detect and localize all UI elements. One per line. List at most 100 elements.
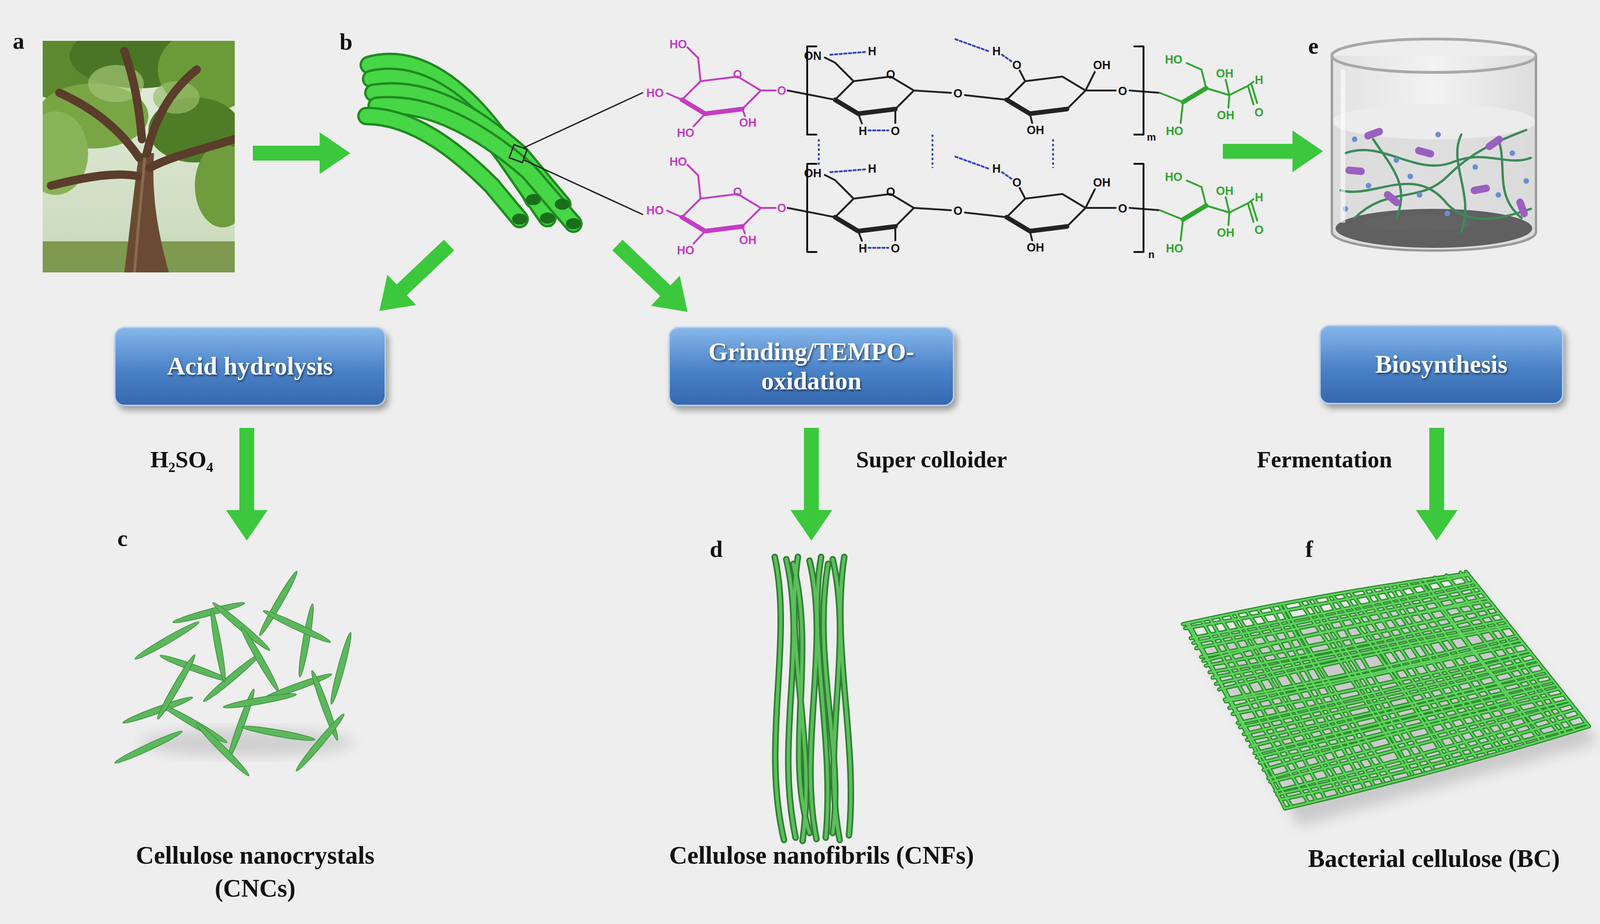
nanocrystal-needles — [193, 720, 251, 778]
hydrogen-bond — [818, 134, 1054, 168]
fermentation-beaker — [1331, 103, 1536, 140]
fermentation-beaker — [1340, 183, 1531, 219]
tree-photo — [42, 40, 235, 273]
process-arrow — [252, 132, 351, 174]
cellulose-chain — [787, 90, 836, 100]
cellulose-fibre — [1460, 572, 1575, 730]
atom-label: O — [732, 68, 742, 81]
box-label: Acid hydrolysis — [167, 351, 334, 381]
atom-label: ON — [803, 50, 822, 62]
product-caption: Cellulose nanocrystals (CNCs) — [92, 838, 418, 906]
cellulose-chain — [1006, 76, 1086, 114]
nanocrystal-needles — [293, 711, 347, 773]
cellulose-fibre — [1277, 715, 1581, 795]
cellulose-chain — [807, 46, 1144, 135]
cellulose-fibre — [1434, 577, 1561, 734]
atom-label: H — [867, 162, 877, 175]
atom-label: H — [858, 242, 868, 255]
tree-photo — [134, 157, 145, 273]
atom-label: HO — [669, 155, 688, 168]
atom-label: O — [890, 125, 900, 137]
atom-label: O — [1254, 106, 1264, 119]
fermentation-beaker — [1407, 173, 1414, 180]
atom-label: OH — [1092, 59, 1111, 71]
atom-label: OH — [1216, 226, 1235, 239]
process-box: Acid hydrolysis — [114, 326, 386, 406]
nanofibril-strands — [840, 556, 851, 836]
atom-label: OH — [1216, 109, 1235, 122]
repeat-subscript: m — [1146, 132, 1157, 143]
fermentation-beaker — [1331, 55, 1536, 251]
tree-photo — [194, 143, 235, 228]
fermentation-beaker — [1484, 134, 1505, 152]
cellulose-fibre — [1446, 575, 1566, 733]
cellulose-chain — [824, 57, 1007, 124]
atom-label: O — [953, 87, 963, 100]
fermentation-beaker — [1335, 208, 1533, 248]
process-arrow — [790, 427, 833, 541]
atom-label: HO — [646, 87, 664, 99]
nanofibril-strands — [774, 556, 851, 841]
fibre-bundle — [512, 213, 527, 225]
bacterial-cellulose-mesh — [1182, 571, 1589, 809]
nanofibril-strands — [774, 556, 784, 840]
nanocrystal-needles — [296, 603, 316, 678]
fibre-bundle — [539, 212, 555, 224]
panel-letter: d — [709, 537, 723, 561]
atom-label: OH — [738, 116, 757, 129]
nanofibril-strands — [840, 556, 851, 836]
atom-label: OH — [1215, 185, 1234, 197]
nanofibril-strands — [774, 556, 851, 841]
atom-label: O — [953, 205, 963, 217]
method-label: Super colloider — [855, 447, 1007, 471]
nanocrystal-needles — [121, 693, 194, 726]
cellulose-chain — [1019, 70, 1160, 123]
nanocrystal-needles — [262, 607, 333, 645]
process-arrow — [225, 427, 268, 541]
bacterial-cellulose-mesh — [1182, 571, 1599, 826]
nanocrystal-needles — [222, 690, 297, 711]
fermentation-beaker — [1365, 182, 1372, 189]
process-arrow — [1222, 130, 1324, 173]
fibre-bundle — [554, 198, 570, 210]
atom-label: H — [992, 45, 1001, 58]
cellulose-chain — [1182, 88, 1207, 103]
cellulose-chain — [681, 76, 761, 114]
cellulose-chain — [1159, 85, 1248, 103]
atom-label: H — [1254, 191, 1264, 204]
fermentation-beaker — [1342, 131, 1530, 217]
cellulose-fibre — [1407, 582, 1526, 744]
process-arrow — [225, 130, 1458, 541]
fermentation-beaker — [1416, 192, 1423, 198]
cellulose-chain — [835, 99, 896, 114]
atom-label: OH — [1215, 67, 1234, 80]
process-box: Grinding/TEMPO- oxidation — [668, 326, 955, 406]
fermentation-beaker — [1373, 139, 1401, 219]
fermentation-beaker — [1363, 214, 1476, 232]
fibre-bundle — [526, 193, 541, 206]
repeat-subscript: n — [1148, 249, 1155, 260]
nanocrystal-needles — [238, 624, 282, 693]
cellulose-chain — [1006, 99, 1067, 114]
cellulose-chain — [667, 38, 1258, 135]
panel-letter: c — [117, 526, 128, 550]
fibre-bundle — [366, 115, 520, 219]
fermentation-beaker — [1382, 189, 1402, 208]
fermentation-beaker — [1363, 126, 1385, 141]
atom-label: OH — [1026, 124, 1045, 136]
atom-label: HO — [1165, 242, 1184, 255]
atom-label: H — [858, 125, 868, 137]
fermentation-beaker — [1331, 38, 1536, 251]
atom-label: O — [1118, 202, 1127, 215]
process-box: Biosynthesis — [1319, 324, 1564, 405]
reagent-label: H₂SO₄ — [150, 447, 214, 471]
fermentation-beaker — [1457, 134, 1466, 232]
nanocrystal-needles — [113, 728, 184, 766]
cellulose-chain — [667, 47, 776, 127]
panel-letter: e — [1308, 34, 1319, 58]
cellulose-fibre — [1351, 592, 1467, 760]
fibre-bundle — [565, 218, 581, 230]
atom-label: HO — [1164, 53, 1183, 66]
atom-label: OH — [1092, 176, 1111, 189]
